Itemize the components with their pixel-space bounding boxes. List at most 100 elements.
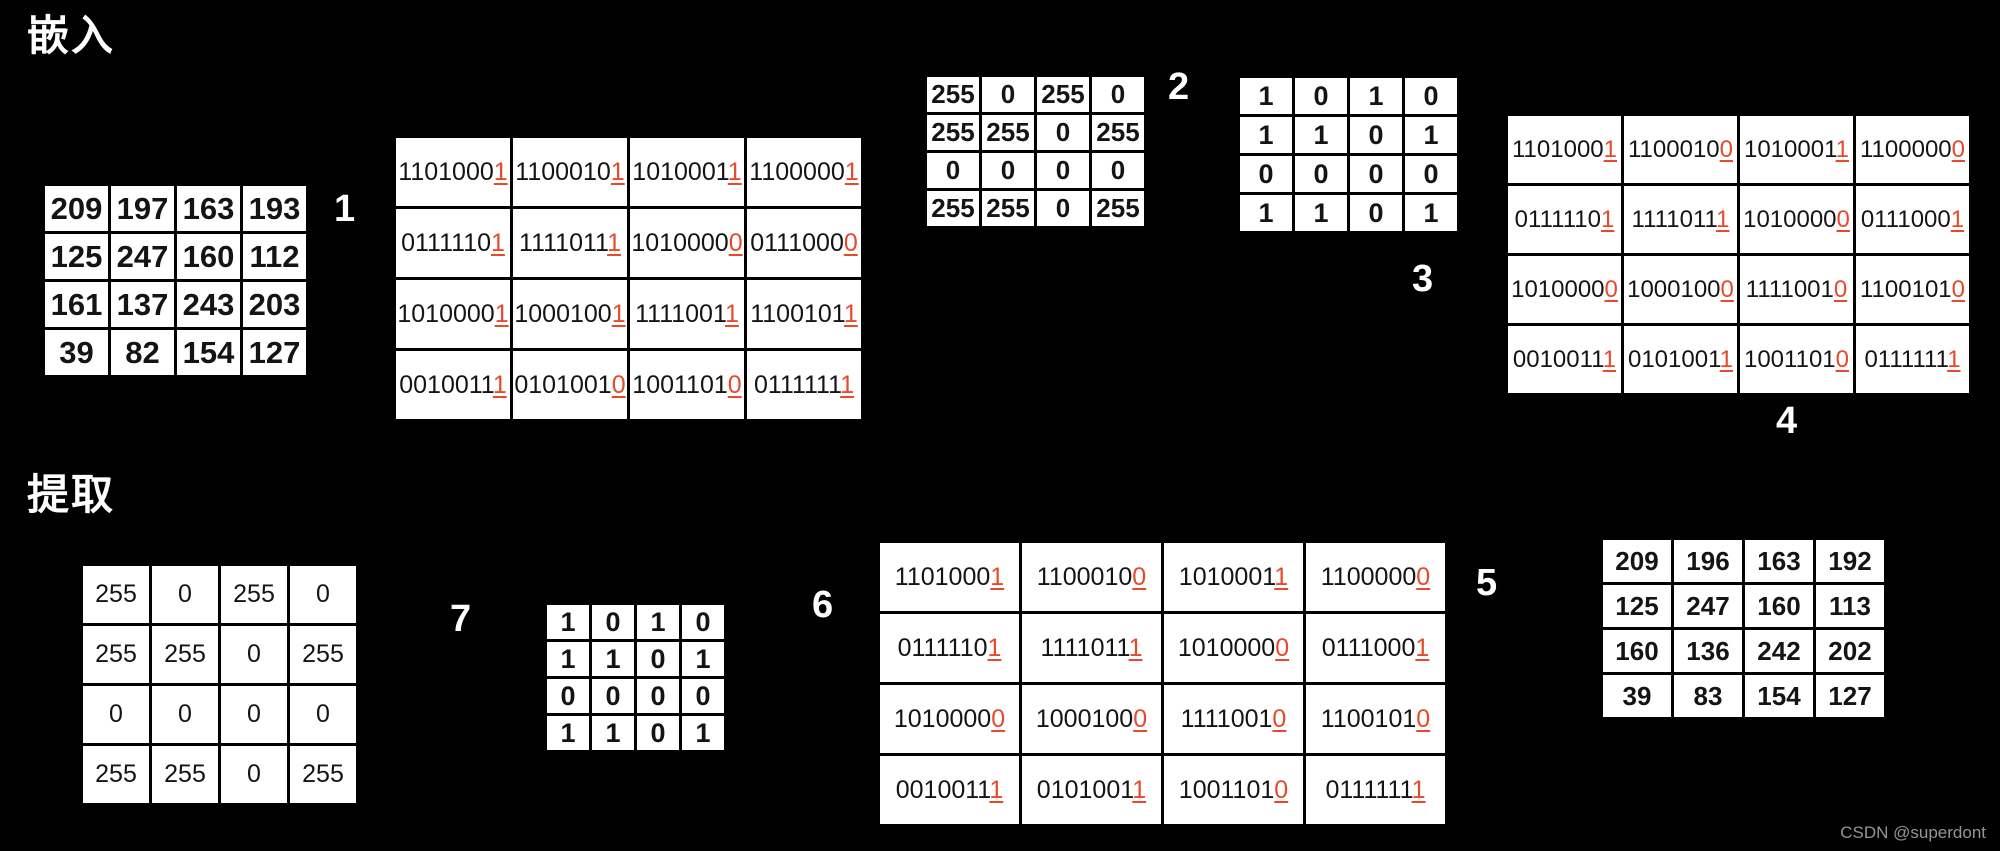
matrix-cell: 01111111 [744,348,864,422]
binary-prefix: 1010000 [893,704,992,733]
matrix-cell: 11010001 [877,540,1022,614]
matrix-cell: 11110010 [1737,253,1856,326]
matrix-cell: 0 [1347,114,1405,156]
matrix-cell: 1 [1237,114,1295,156]
matrix-cell: 82 [108,327,177,378]
matrix-cell: 0 [589,676,637,716]
matrix-cell: 01010011 [1621,323,1740,396]
binary-prefix: 1010000 [397,299,495,328]
matrix-cell: 0 [1347,192,1405,234]
matrix-cell: 01111111 [1853,323,1972,396]
matrix-cell: 1 [1237,75,1295,117]
binary-prefix: 0010011 [895,775,990,804]
lsb-digit: 1 [727,157,742,186]
matrix-cell: 0 [218,623,290,686]
binary-prefix: 1100101 [750,299,844,328]
matrix-cell: 0 [1402,75,1460,117]
matrix-cell: 255 [80,623,152,686]
matrix-cell: 10100000 [627,206,747,280]
matrix-cell: 10001000 [1621,253,1740,326]
matrix-cell: 1 [1292,114,1350,156]
matrix-cell: 0 [634,676,682,716]
matrix-cell: 1 [1237,192,1295,234]
matrix-cell: 10100000 [1737,183,1856,256]
matrix-cell: 1 [1347,75,1405,117]
matrix-cell: 0 [1292,153,1350,195]
lsb-digit: 1 [607,228,621,257]
lsb-digit: 0 [1416,704,1431,733]
lsb-digit: 1 [840,370,855,399]
matrix-cell: 1 [589,713,637,753]
binary-prefix: 1100101 [1859,275,1952,303]
matrix-cell: 11001010 [1853,253,1972,326]
binary-prefix: 1100101 [1320,704,1417,733]
matrix-cell: 0 [544,676,592,716]
matrix-cell: 11001010 [1303,682,1448,756]
binary-prefix: 1111001 [1745,275,1834,303]
matrix-cell: 163 [1742,537,1816,585]
matrix-cell: 0 [634,713,682,753]
binary-prefix: 1010001 [632,157,728,186]
binary-prefix: 0111110 [1514,205,1601,233]
matrix-cell: 0 [679,676,727,716]
binary-prefix: 0111110 [401,228,491,257]
matrix-cell: 10011010 [627,348,747,422]
lsb-digit: 1 [1835,135,1849,163]
matrix-cell: 255 [80,743,152,806]
matrix-cell: 11000000 [1303,540,1448,614]
matrix-cell: 0 [287,563,359,626]
lsb-digit: 1 [1274,562,1289,591]
matrix-cell: 136 [1671,627,1745,675]
matrix-cell: 10011010 [1737,323,1856,396]
matrix-cell: 01110001 [1303,611,1448,685]
matrix-cell: 0 [1347,153,1405,195]
binary-prefix: 1000100 [1035,704,1134,733]
matrix-cell: 209 [1600,537,1674,585]
binary-prefix: 0111000 [1321,633,1416,662]
binary-prefix: 1001101 [1743,345,1836,373]
binary-prefix: 0111110 [897,633,988,662]
matrix-cell: 160 [1600,627,1674,675]
binary-prefix: 0101001 [1627,345,1720,373]
matrix-cell: 160 [174,231,243,282]
matrix-cell: 0 [1034,112,1092,153]
lsb-digit: 1 [491,228,505,257]
matrix-cell: 10100000 [1161,611,1306,685]
matrix-cell: 163 [174,183,243,234]
matrix-cell: 01111111 [1303,753,1448,827]
matrix-cell: 255 [218,563,290,626]
matrix-cell: 0 [1237,153,1295,195]
binary-prefix: 0111111 [1864,345,1948,373]
matrix-cell: 1 [544,713,592,753]
binary-prefix: 1010001 [1178,562,1275,591]
matrix-cell: 125 [1600,582,1674,630]
matrix-cell: 0 [218,743,290,806]
csdn-watermark: CSDN @superdont [1840,823,1986,842]
binary-prefix: 1100000 [1859,135,1952,163]
matrix-cell: 202 [1813,627,1887,675]
matrix-cell: 255 [924,112,982,153]
lsb-digit: 1 [1600,205,1615,233]
matrix-cell: 255 [287,743,359,806]
matrix-cell: 01111101 [1505,183,1624,256]
matrix-cell: 247 [108,231,177,282]
lsb-digit: 1 [989,775,1004,804]
matrix-cell: 0 [287,683,359,746]
matrix-cell: 255 [1034,74,1092,115]
binary-prefix: 1101000 [398,157,494,186]
